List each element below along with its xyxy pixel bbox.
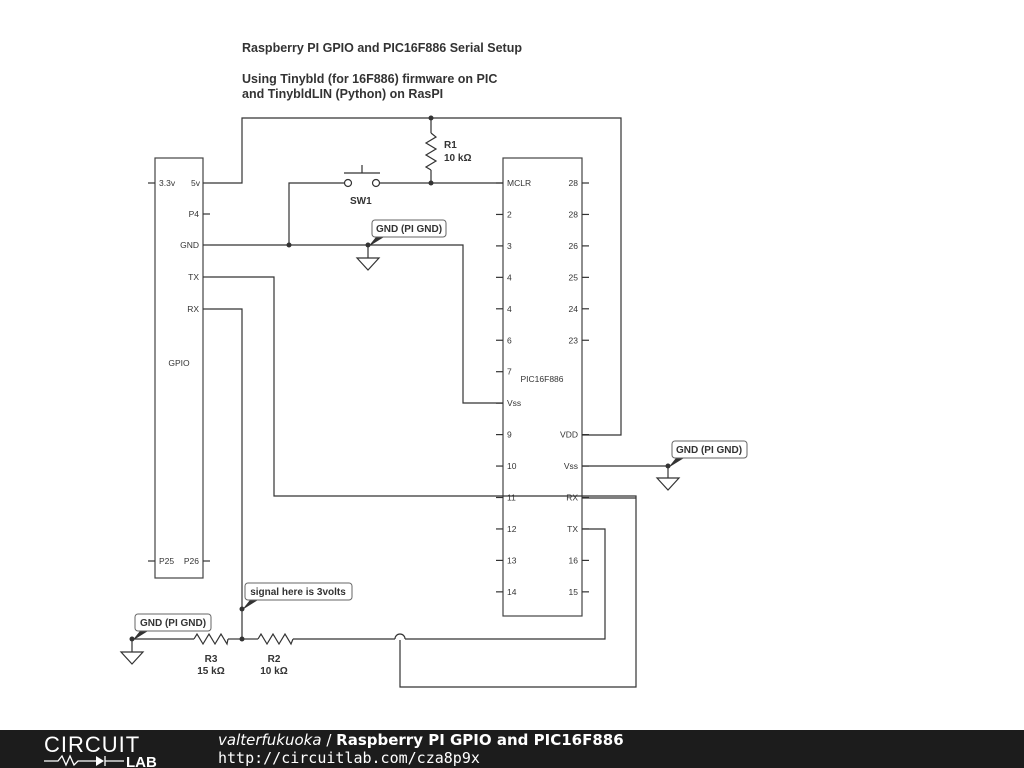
pic-right-pin-label: 25 xyxy=(569,272,579,282)
diagram-subtitle-line-1: Using Tinybld (for 16F886) firmware on P… xyxy=(242,72,497,86)
ground-symbol-icon xyxy=(655,477,681,491)
junction-dot xyxy=(239,636,245,642)
junction-dot xyxy=(129,636,135,642)
logo-diode-icon xyxy=(96,756,104,766)
resistor-r1 xyxy=(424,132,438,171)
schematic-diagram: Raspberry PI GPIO and PIC16F886 Serial S… xyxy=(119,41,748,688)
switch-sw1 xyxy=(343,165,381,188)
pic-left-pin-label: 7 xyxy=(507,367,512,377)
pic-left-pin-label: 12 xyxy=(507,524,517,534)
pic-left-pin-label: 14 xyxy=(507,587,517,597)
pic-left-pin-label: 10 xyxy=(507,461,517,471)
gpio-pin-tx-label: TX xyxy=(188,272,199,282)
author-link[interactable]: valterfukuoka xyxy=(218,731,322,749)
gpio-pin-5v-label: 5v xyxy=(191,178,201,188)
r3-ref-label: R3 xyxy=(205,654,218,665)
svg-text:GND (PI GND): GND (PI GND) xyxy=(140,618,206,629)
project-url-link[interactable]: http://circuitlab.com/cza8p9x xyxy=(218,749,480,767)
pic-left-pin-label: 4 xyxy=(507,272,512,282)
junction-dot xyxy=(665,463,671,469)
r2-value-label: 10 kΩ xyxy=(260,666,287,677)
pic-left-pin-label: 2 xyxy=(507,209,512,219)
pic-right-pin-label: RX xyxy=(566,493,578,503)
net-label-signal-note: signal here is 3volts xyxy=(242,582,353,610)
logo-resistor-icon xyxy=(44,754,96,767)
pic-right-pin-label: 15 xyxy=(569,587,579,597)
svg-text:GND (PI GND): GND (PI GND) xyxy=(676,445,742,456)
r1-ref-label: R1 xyxy=(444,140,457,151)
logo-circuit-text: CIRCUIT xyxy=(44,733,140,757)
wire-pi-rx-to-divider xyxy=(210,308,243,639)
r3-value-label: 15 kΩ xyxy=(197,666,224,677)
gpio-name-label: GPIO xyxy=(168,358,190,368)
wire-pi-tx-to-pic-rx xyxy=(210,276,637,688)
gpio-block: 3.3v 5v P4 GND TX RX GPIO P25 P26 xyxy=(148,157,210,579)
diagram-subtitle-line-2: and TinybldLIN (Python) on RasPI xyxy=(242,87,443,101)
junction-dot xyxy=(365,242,371,248)
resistor-r3 xyxy=(193,632,229,646)
pic-right-pin-label: 16 xyxy=(569,555,579,565)
gpio-pin-rx-label: RX xyxy=(187,304,199,314)
pic-right-pin-label: 26 xyxy=(569,241,579,251)
wire-crossover-hop xyxy=(394,633,406,640)
net-label-gnd-right: GND (PI GND) xyxy=(668,440,748,468)
pic-name-label: PIC16F886 xyxy=(521,374,564,384)
svg-text:signal here is 3volts: signal here is 3volts xyxy=(250,587,346,598)
pic-left-pin-label: 3 xyxy=(507,241,512,251)
pic-left-pin-label: Vss xyxy=(507,398,521,408)
pic16f886-block: MCLR234467Vss91011121314282826252423VDDV… xyxy=(496,157,589,617)
pic-left-pin-label: 4 xyxy=(507,304,512,314)
circuitlab-logo[interactable]: CIRCUIT LAB xyxy=(44,733,180,767)
pic-right-pin-label: 28 xyxy=(569,209,579,219)
junction-dot xyxy=(239,606,245,612)
gpio-pin-p4-label: P4 xyxy=(189,209,200,219)
svg-text:GND (PI GND): GND (PI GND) xyxy=(376,224,442,235)
r2-ref-label: R2 xyxy=(268,654,281,665)
pic-left-pin-label: 6 xyxy=(507,335,512,345)
net-label-gnd-left: GND (PI GND) xyxy=(132,613,212,641)
junction-dot xyxy=(428,180,434,186)
pic-right-pin-label: Vss xyxy=(564,461,578,471)
gpio-body xyxy=(154,157,204,579)
diagram-title: Raspberry PI GPIO and PIC16F886 Serial S… xyxy=(242,41,522,55)
ground-symbol-icon xyxy=(119,651,145,665)
gpio-pin-3v3-label: 3.3v xyxy=(159,178,176,188)
r1-value-label: 10 kΩ xyxy=(444,153,471,164)
footer-title: valterfukuoka / Raspberry PI GPIO and PI… xyxy=(218,731,624,749)
junction-dot xyxy=(286,242,292,248)
project-title: Raspberry PI GPIO and PIC16F886 xyxy=(336,731,624,749)
ground-symbol-icon xyxy=(355,257,381,271)
footer-separator: / xyxy=(321,731,337,749)
wire-gnd-to-switch xyxy=(288,182,344,245)
wire-gnd-to-pic-vss xyxy=(210,244,503,404)
pic-right-pin-label: 28 xyxy=(569,178,579,188)
pic-right-pin-label: VDD xyxy=(560,430,578,440)
pic-right-pin-label: TX xyxy=(567,524,578,534)
wire-pic-tx-to-r2 xyxy=(405,528,606,640)
pic-left-pin-label: 11 xyxy=(507,493,516,503)
sw1-ref-label: SW1 xyxy=(350,196,372,207)
gpio-pin-p25-label: P25 xyxy=(159,556,174,566)
gpio-pin-p26-label: P26 xyxy=(184,556,199,566)
pic-left-pin-label: 13 xyxy=(507,555,517,565)
footer-bar xyxy=(0,730,1024,768)
gpio-pin-gnd-label: GND xyxy=(180,240,199,250)
pic-body xyxy=(502,157,583,617)
pic-left-pin-label: MCLR xyxy=(507,178,531,188)
pic-right-pin-label: 23 xyxy=(569,335,579,345)
pic-right-pin-label: 24 xyxy=(569,304,579,314)
pic-left-pin-label: 9 xyxy=(507,430,512,440)
resistor-r2 xyxy=(257,632,294,646)
logo-lab-text: LAB xyxy=(126,754,157,767)
net-label-gnd-top: GND (PI GND) xyxy=(368,219,447,247)
junction-dot xyxy=(428,115,434,121)
